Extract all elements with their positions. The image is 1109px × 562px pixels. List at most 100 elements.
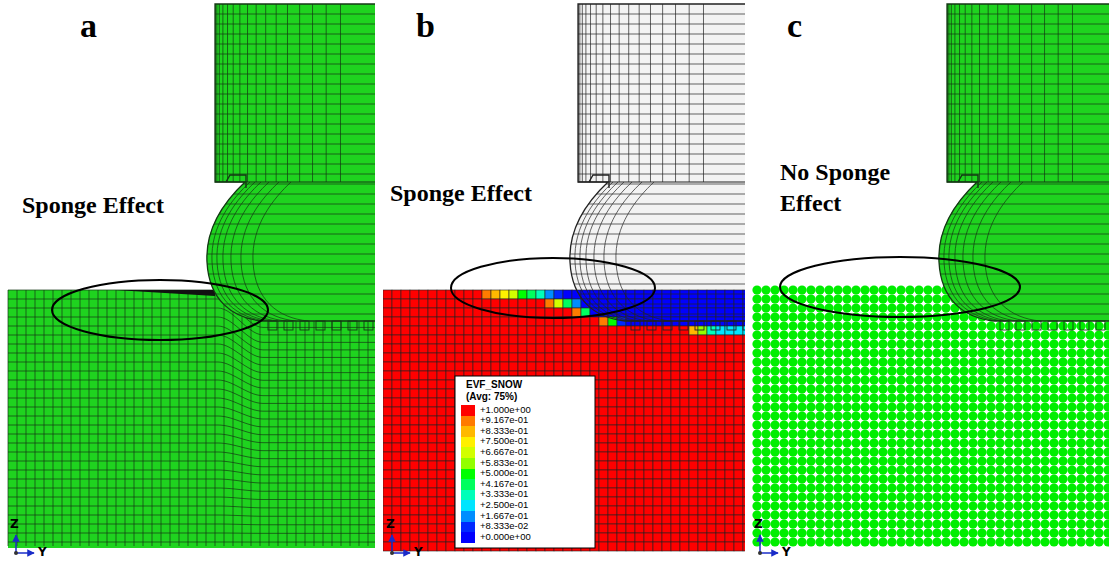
particle bbox=[851, 411, 860, 420]
particle bbox=[896, 303, 905, 312]
mesh-cell bbox=[599, 452, 608, 461]
mesh-cell bbox=[689, 452, 698, 461]
mesh-cell bbox=[734, 407, 743, 416]
particle bbox=[761, 402, 770, 411]
mesh-cell bbox=[572, 362, 581, 371]
particle bbox=[779, 393, 788, 402]
mesh-cell bbox=[653, 461, 662, 470]
particle bbox=[761, 465, 770, 474]
mesh-cell bbox=[662, 515, 671, 524]
particle bbox=[815, 402, 824, 411]
mesh-cell bbox=[419, 371, 428, 380]
mesh-cell bbox=[599, 506, 608, 515]
mesh-cell bbox=[473, 353, 482, 362]
particle bbox=[824, 348, 833, 357]
particle bbox=[842, 492, 851, 501]
mesh-cell bbox=[446, 389, 455, 398]
particle bbox=[815, 456, 824, 465]
shoulder-line bbox=[578, 181, 745, 182]
particle bbox=[779, 465, 788, 474]
particle bbox=[761, 420, 770, 429]
mesh-cell bbox=[518, 299, 527, 308]
particle bbox=[770, 411, 779, 420]
mesh-cell bbox=[563, 353, 572, 362]
tire-mesh bbox=[200, 4, 375, 321]
mesh-cell bbox=[608, 353, 617, 362]
mesh-cell bbox=[644, 461, 653, 470]
particle bbox=[896, 366, 905, 375]
mesh-cell bbox=[437, 335, 446, 344]
mesh-cell bbox=[689, 506, 698, 515]
mesh-cell bbox=[734, 416, 743, 425]
particle bbox=[878, 474, 887, 483]
mesh-line bbox=[200, 244, 375, 245]
particle bbox=[833, 492, 842, 501]
mesh-cell bbox=[617, 533, 626, 542]
particle bbox=[869, 357, 878, 366]
mesh-cell bbox=[383, 461, 392, 470]
mesh-cell bbox=[680, 416, 689, 425]
mesh-cell bbox=[716, 470, 725, 479]
mesh-cell bbox=[716, 533, 725, 542]
particle bbox=[905, 528, 914, 537]
mesh-cell bbox=[401, 542, 410, 551]
mesh-cell bbox=[689, 515, 698, 524]
particle bbox=[842, 501, 851, 510]
mesh-cell bbox=[671, 398, 680, 407]
tread-block bbox=[647, 321, 656, 330]
mesh-cell bbox=[626, 506, 635, 515]
particle bbox=[932, 330, 941, 339]
particle bbox=[788, 483, 797, 492]
particle bbox=[797, 312, 806, 321]
mesh-cell bbox=[401, 344, 410, 353]
mesh-cell bbox=[383, 452, 392, 461]
mesh-cell bbox=[383, 353, 392, 362]
mesh-cell bbox=[689, 542, 698, 551]
particle bbox=[842, 420, 851, 429]
mesh-cell bbox=[689, 299, 698, 308]
particle bbox=[788, 375, 797, 384]
mesh-cell bbox=[509, 299, 518, 308]
particle bbox=[752, 492, 761, 501]
mesh-cell bbox=[707, 326, 716, 335]
mesh-cell bbox=[716, 398, 725, 407]
particle bbox=[914, 393, 923, 402]
mesh-cell bbox=[563, 362, 572, 371]
mesh-cell bbox=[662, 344, 671, 353]
particle bbox=[833, 510, 842, 519]
particle bbox=[887, 393, 896, 402]
mesh-cell bbox=[644, 488, 653, 497]
mesh-cell bbox=[608, 470, 617, 479]
mesh-cell bbox=[599, 398, 608, 407]
mesh-line bbox=[107, 290, 108, 546]
mesh-line bbox=[170, 290, 171, 546]
mesh-cell bbox=[635, 461, 644, 470]
mesh-cell bbox=[410, 353, 419, 362]
mesh-cell bbox=[446, 452, 455, 461]
particle bbox=[806, 501, 815, 510]
mesh-cell bbox=[671, 461, 680, 470]
particle bbox=[752, 402, 761, 411]
mesh-cell bbox=[545, 353, 554, 362]
particle bbox=[761, 339, 770, 348]
mesh-cell bbox=[725, 380, 734, 389]
mesh-cell bbox=[635, 533, 644, 542]
mesh-cell bbox=[743, 389, 745, 398]
mesh-cell bbox=[698, 335, 707, 344]
mesh-cell bbox=[689, 362, 698, 371]
particle bbox=[842, 510, 851, 519]
mesh-cell bbox=[725, 398, 734, 407]
mesh-cell bbox=[644, 542, 653, 551]
mesh-cell bbox=[401, 362, 410, 371]
mesh-cell bbox=[734, 506, 743, 515]
particle bbox=[923, 339, 932, 348]
mesh-cell bbox=[743, 470, 745, 479]
particle bbox=[806, 321, 815, 330]
mesh-line bbox=[200, 274, 375, 275]
mesh-cell bbox=[725, 299, 734, 308]
mesh-cell bbox=[572, 344, 581, 353]
particle bbox=[905, 375, 914, 384]
mesh-cell bbox=[401, 326, 410, 335]
mesh-cell bbox=[419, 479, 428, 488]
particle bbox=[806, 528, 815, 537]
